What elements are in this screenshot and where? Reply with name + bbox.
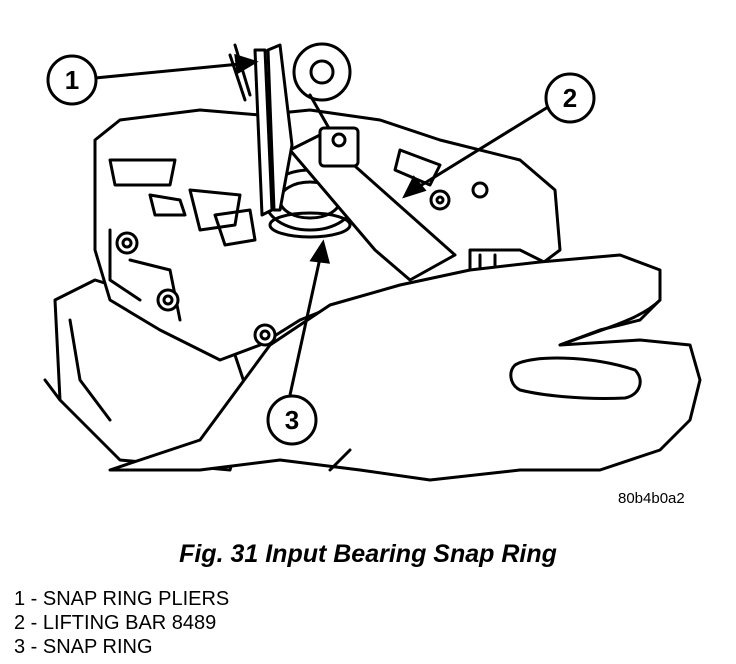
lifting-bar [288, 133, 457, 282]
legend-item: 3 - SNAP RING [14, 636, 153, 658]
callout-1: 1 [46, 54, 98, 106]
callout-3: 3 [266, 394, 318, 446]
legend: 1 - SNAP RING PLIERS 2 - LIFTING BAR 848… [14, 587, 229, 659]
callout-number: 2 [563, 83, 577, 113]
legend-item: 1 - SNAP RING PLIERS [14, 588, 230, 610]
callout-number: 3 [285, 405, 299, 435]
legend-item: 2 - LIFTING BAR 8489 [14, 612, 217, 634]
figure-reference-code: 80b4b0a2 [618, 490, 685, 507]
callout-2: 2 [544, 72, 596, 124]
figure-title: Fig. 31 Input Bearing Snap Ring [179, 540, 557, 568]
callout-number: 1 [65, 65, 79, 95]
bolts [115, 181, 489, 347]
transmission-illustration: 1 2 3 [43, 42, 702, 482]
snap-ring-pliers [253, 48, 274, 217]
lifting-eye [292, 42, 352, 102]
